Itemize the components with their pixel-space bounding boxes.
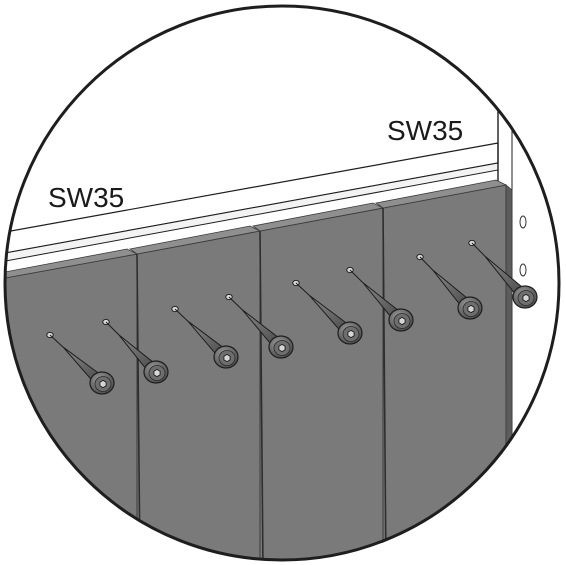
panel-seam [136,253,141,560]
panel-seam [382,207,387,560]
post-hole [519,215,527,229]
post-hole [519,263,527,277]
screw [292,279,363,345]
hex-socket-icon [153,368,161,378]
label-sw35-left: SW35 [48,182,124,213]
screw [46,331,115,395]
insertion-line [228,296,243,310]
hex-socket-icon [278,343,286,353]
panel-seam [259,230,264,560]
insertion-line [295,282,310,296]
screw [225,293,294,359]
insertion-line [49,334,64,348]
screw [416,253,483,320]
hex-socket-icon [398,316,406,326]
detail-circle-frame [3,4,561,562]
hex-socket-icon [522,293,530,303]
insertion-line [105,321,120,336]
panels [5,179,513,560]
panel-1 [5,253,138,560]
insertion-line [471,242,485,257]
screw [102,318,169,384]
screw [346,266,414,332]
panel-2 [136,230,261,560]
hex-socket-icon [347,329,355,339]
hex-socket-icon [99,379,107,389]
insertion-line [174,308,189,322]
hex-socket-icon [223,353,231,363]
panel-4-side [505,184,513,560]
screw [468,239,538,309]
panel-3 [259,207,384,560]
hex-socket-icon [467,304,475,314]
screws [46,239,538,395]
label-sw35-right: SW35 [387,115,463,146]
insertion-line [349,269,364,283]
screw [171,305,239,369]
insertion-line [419,256,433,271]
